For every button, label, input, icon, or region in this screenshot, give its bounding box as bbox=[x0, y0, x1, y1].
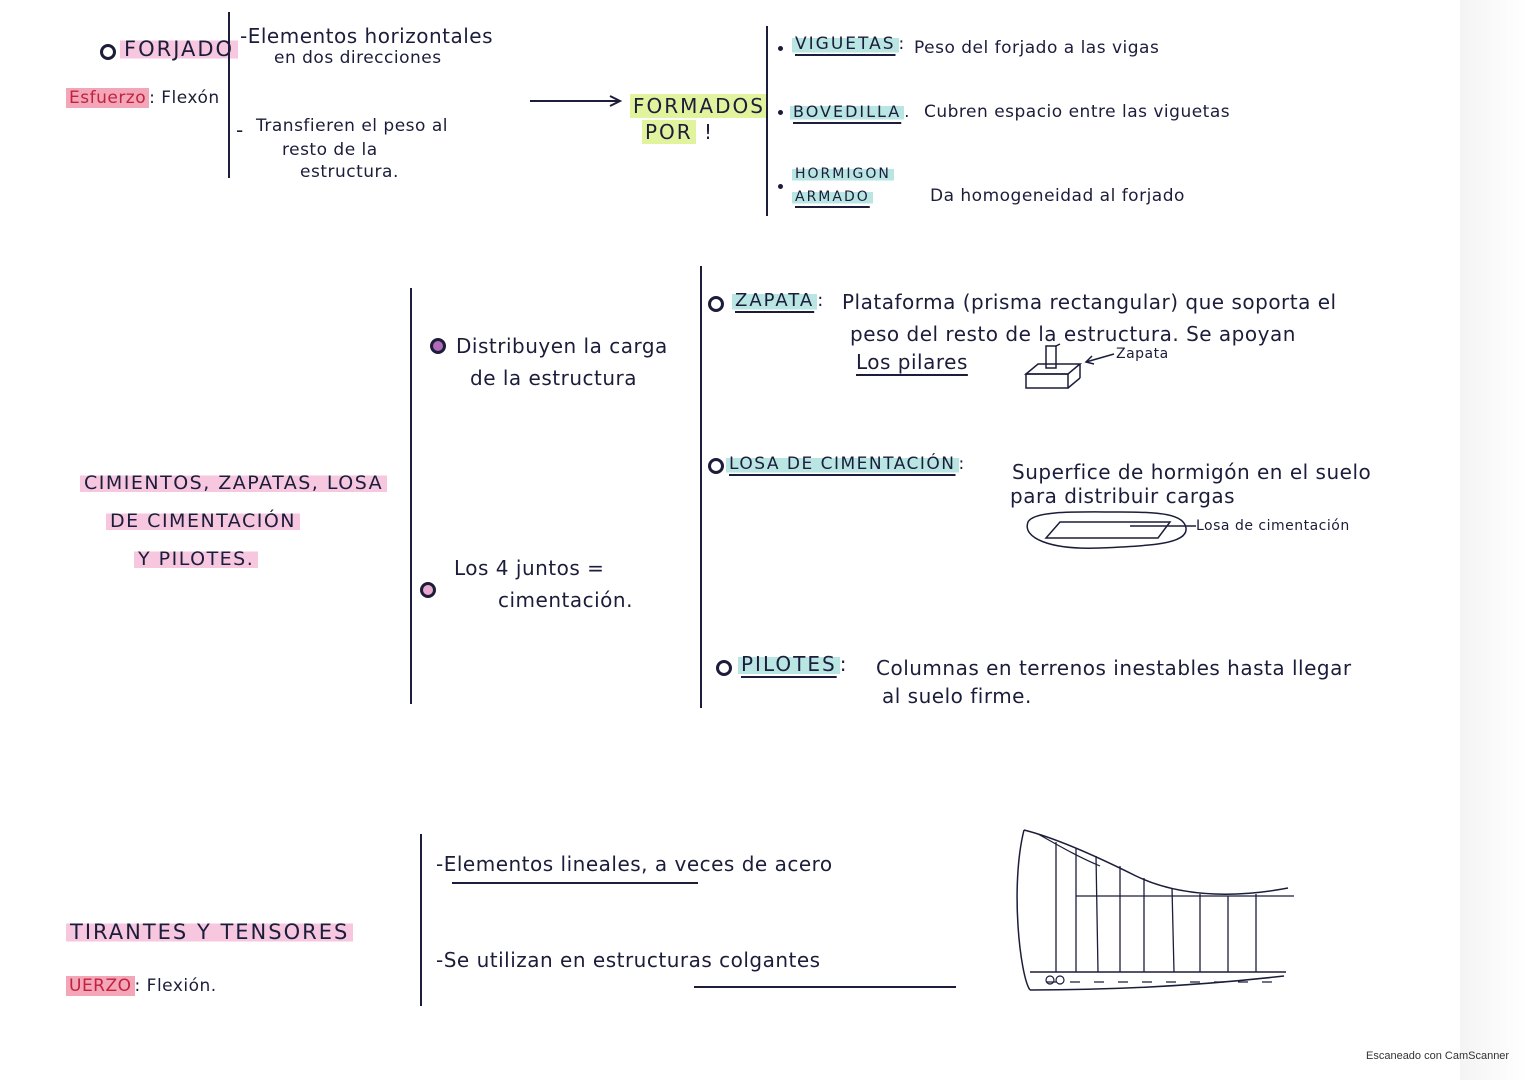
zapata-sketch-icon bbox=[1023, 343, 1083, 389]
zapata-sketch-label: Zapata bbox=[1116, 346, 1169, 362]
tirantes-point1: -Elementos lineales, a veces de acero bbox=[436, 852, 833, 876]
forjado-desc2-line3: estructura. bbox=[300, 162, 399, 182]
bridge-sketch-icon bbox=[1016, 829, 1294, 991]
formados-divider bbox=[766, 26, 768, 216]
bovedilla-desc: Cubren espacio entre las viguetas bbox=[924, 102, 1231, 122]
cimientos-title-line3: Y PILOTES. bbox=[134, 548, 259, 571]
tirantes-underline bbox=[452, 882, 698, 884]
zapata-desc-line3: Los pilares bbox=[856, 350, 968, 374]
distribuyen-bullet bbox=[430, 338, 446, 354]
losa-sketch-label: Losa de cimentación bbox=[1196, 518, 1350, 534]
zapata-term: ZAPATA: bbox=[732, 290, 825, 312]
pilotes-bullet bbox=[716, 660, 732, 676]
zapata-desc-line2: peso del resto de la estructura. Se apoy… bbox=[850, 322, 1296, 346]
forjado-bullet bbox=[100, 44, 116, 60]
losa-desc-line1: Superfice de hormigón en el suelo bbox=[1012, 460, 1372, 484]
los4-line2: cimentación. bbox=[498, 588, 633, 612]
bovedilla-term: BOVEDILLA. bbox=[790, 102, 911, 121]
tirantes-underline-2 bbox=[694, 986, 956, 988]
cimientos-divider-right bbox=[700, 266, 702, 708]
viguetas-term: VIGUETAS: bbox=[792, 34, 906, 54]
forjado-desc2-dash: - bbox=[236, 118, 244, 142]
losa-desc-line2: para distribuir cargas bbox=[1010, 484, 1236, 508]
los4-line1: Los 4 juntos = bbox=[454, 556, 605, 580]
forjado-esfuerzo: Esfuerzo: Flexón bbox=[66, 88, 220, 108]
item-dot bbox=[778, 184, 783, 189]
forjado-desc1-line1: -Elementos horizontales bbox=[240, 24, 494, 48]
viguetas-desc: Peso del forjado a las vigas bbox=[914, 38, 1160, 58]
forjado-desc2-line1: Transfieren el peso al bbox=[256, 116, 448, 136]
zapata-desc-line1: Plataforma (prisma rectangular) que sopo… bbox=[842, 290, 1337, 314]
arrow-icon bbox=[530, 95, 623, 107]
scanner-watermark: Escaneado con CamScanner bbox=[1366, 1050, 1510, 1062]
pilotes-term: PILOTES: bbox=[738, 652, 848, 676]
forjado-divider bbox=[228, 12, 230, 178]
cimientos-title-line2: DE CIMENTACIÓN bbox=[106, 510, 300, 533]
distribuyen-line1: Distribuyen la carga bbox=[456, 334, 668, 358]
formados-por-line1: FORMADOS bbox=[630, 94, 768, 118]
paper-edge-shadow bbox=[1460, 0, 1528, 1080]
pilotes-desc-line2: al suelo firme. bbox=[882, 684, 1032, 708]
cimentacion-bullet bbox=[420, 582, 436, 598]
pilotes-desc-line1: Columnas en terrenos inestables hasta ll… bbox=[876, 656, 1352, 680]
forjado-title: FORJADO bbox=[120, 37, 239, 62]
losa-sketch-icon bbox=[1026, 511, 1187, 549]
tirantes-divider bbox=[420, 834, 422, 1006]
forjado-desc2-line2: resto de la bbox=[282, 140, 378, 160]
losa-bullet bbox=[708, 458, 724, 474]
hormigon-desc: Da homogeneidad al forjado bbox=[930, 186, 1185, 206]
item-dot bbox=[778, 46, 783, 51]
losa-term: LOSA DE CIMENTACIÓN: bbox=[726, 454, 966, 474]
formados-por-line2: POR ! bbox=[642, 120, 714, 144]
tirantes-title: TIRANTES Y TENSORES bbox=[66, 920, 354, 945]
item-dot bbox=[778, 110, 783, 115]
tirantes-esfuerzo: UERZO: Flexión. bbox=[66, 976, 217, 996]
forjado-desc1-line2: en dos direcciones bbox=[274, 48, 442, 68]
cimientos-divider-left bbox=[410, 288, 412, 704]
distribuyen-line2: de la estructura bbox=[470, 366, 637, 390]
hormigon-term-line1: HORMIGON bbox=[792, 166, 894, 183]
tirantes-point2: -Se utilizan en estructuras colgantes bbox=[436, 948, 821, 972]
zapata-bullet bbox=[708, 296, 724, 312]
cimientos-title-line1: CIMIENTOS, ZAPATAS, LOSA bbox=[80, 472, 388, 495]
hormigon-term-line2: ARMADO bbox=[792, 189, 873, 206]
zapata-label-arrow-icon bbox=[1084, 353, 1115, 365]
losa-label-line-icon bbox=[1130, 525, 1196, 527]
